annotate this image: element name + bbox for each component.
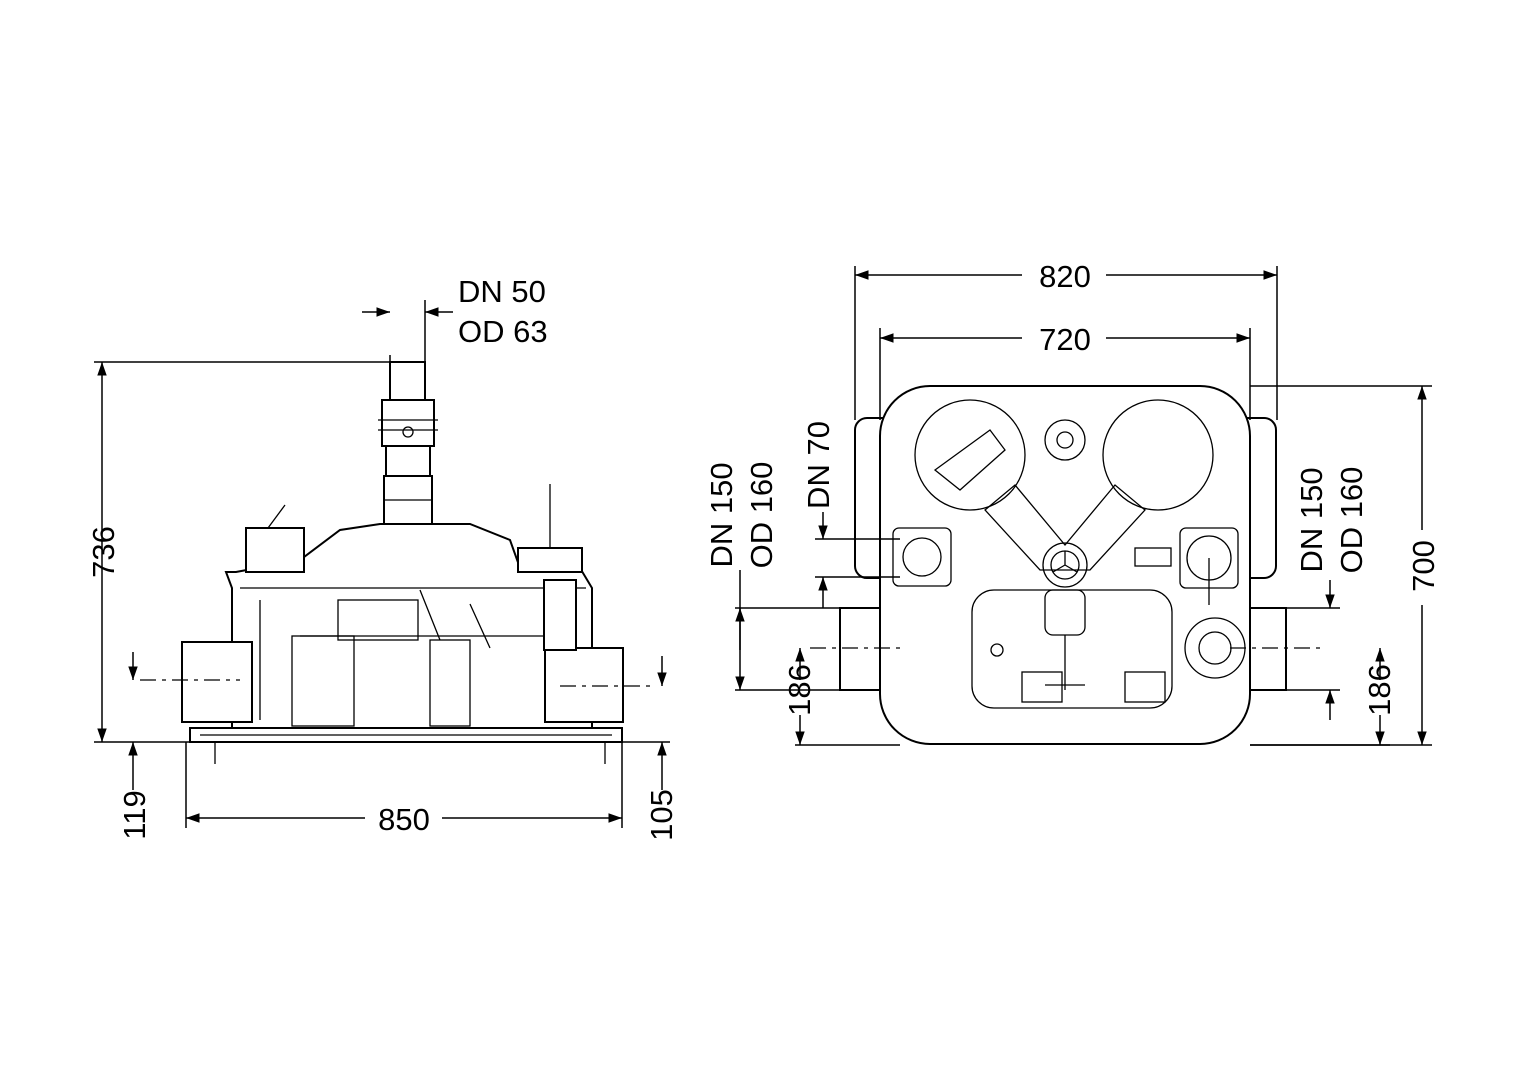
inner-width-label: 720 bbox=[1039, 322, 1091, 357]
base-width-label: 850 bbox=[378, 802, 430, 837]
pipe-dn-label: DN 50 bbox=[458, 274, 546, 309]
left-inlet-height-label: 186 bbox=[782, 664, 817, 716]
right-inlet-pipe bbox=[544, 647, 624, 723]
outer-width-label: 820 bbox=[1039, 259, 1091, 294]
depth-label: 700 bbox=[1406, 540, 1441, 592]
left-inlet-od-label: OD 160 bbox=[744, 462, 779, 569]
right-inlet-dn-label: DN 150 bbox=[1294, 467, 1329, 572]
front-view: DN 50 OD 63 736 119 850 105 bbox=[86, 274, 679, 841]
pipe-od-label: OD 63 bbox=[458, 314, 548, 349]
left-inlet-height-label: 119 bbox=[117, 790, 152, 839]
vent-dn-label: DN 70 bbox=[801, 421, 836, 509]
top-view: 820 720 700 DN 150 OD 160 DN 70 186 DN 1… bbox=[704, 259, 1441, 746]
height-total-label: 736 bbox=[86, 526, 121, 578]
tank-details bbox=[240, 587, 586, 720]
left-inlet-stub bbox=[839, 607, 885, 691]
right-inlet-height-label: 105 bbox=[644, 789, 679, 841]
left-inlet-pipe bbox=[181, 641, 253, 723]
right-inlet-od-label: OD 160 bbox=[1334, 467, 1369, 574]
left-inlet-dn-label: DN 150 bbox=[704, 462, 739, 567]
anchor-bolts bbox=[200, 734, 612, 764]
pressure-pipe bbox=[389, 361, 426, 401]
right-inlet-height-label: 186 bbox=[1362, 664, 1397, 716]
right-inlet-stub bbox=[1245, 607, 1287, 691]
